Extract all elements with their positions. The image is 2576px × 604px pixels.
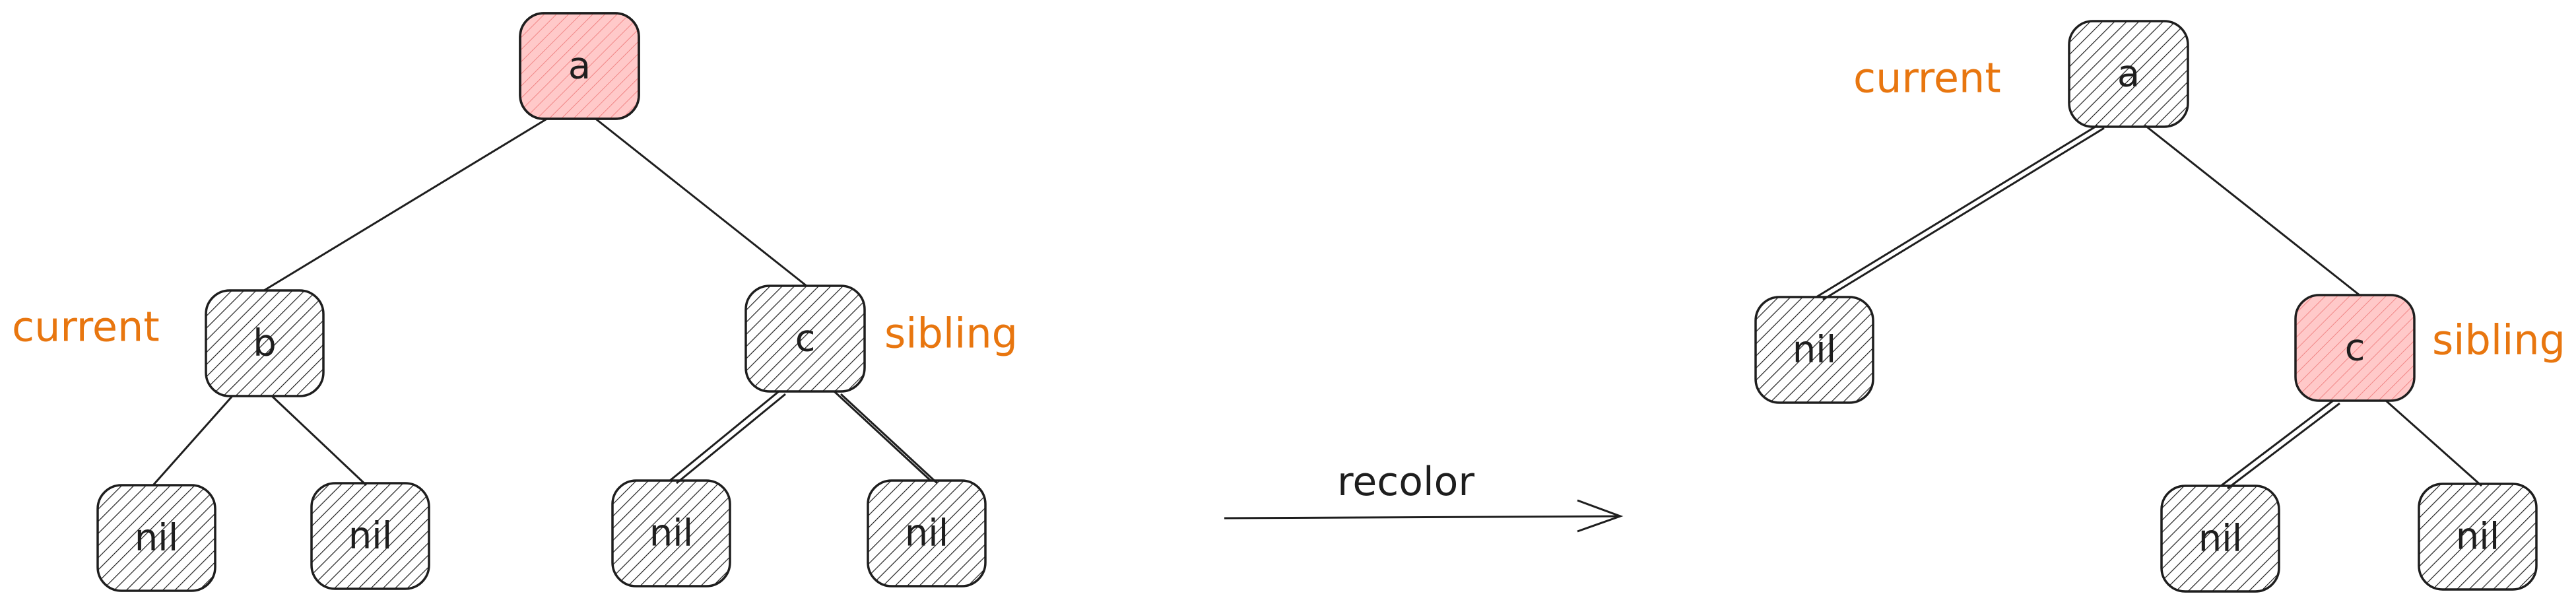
node-label: nil bbox=[2198, 518, 2243, 560]
node-box bbox=[2068, 20, 2189, 128]
arrow-shaft bbox=[1224, 515, 1621, 520]
node-label: b bbox=[253, 322, 277, 365]
edge-c-nil-left-2 bbox=[2227, 402, 2340, 490]
after-node-c-right-nil: nil bbox=[2418, 483, 2538, 591]
before-node-c: c bbox=[744, 285, 866, 393]
edge-c-nil-left bbox=[2220, 399, 2334, 487]
before-node-b-right-nil: nil bbox=[310, 482, 430, 590]
node-hatch bbox=[2294, 294, 2416, 402]
before-edges bbox=[152, 116, 939, 487]
recolor-arrow: recolor bbox=[1224, 459, 1624, 533]
node-label: c bbox=[2345, 327, 2365, 370]
edge-a-b bbox=[263, 116, 550, 292]
node-label: a bbox=[2117, 53, 2140, 96]
edge-a-c bbox=[593, 116, 807, 287]
node-box bbox=[2160, 485, 2280, 593]
node-label: nil bbox=[905, 512, 949, 555]
after-node-c: c bbox=[2294, 294, 2416, 402]
node-box bbox=[1754, 296, 1874, 404]
edge-a-nil-2 bbox=[1822, 127, 2105, 301]
edge-c-nil-left bbox=[669, 390, 779, 482]
node-label: nil bbox=[348, 515, 393, 558]
node-label: nil bbox=[135, 517, 179, 560]
edge-a-c bbox=[2144, 124, 2360, 296]
arrow-head bbox=[1577, 499, 1624, 533]
before-node-b-left-nil: nil bbox=[96, 484, 216, 592]
edge-c-nil-right bbox=[833, 390, 932, 482]
before-node-c-left-nil: nil bbox=[611, 479, 731, 587]
node-label: nil bbox=[649, 512, 694, 555]
node-box bbox=[611, 479, 731, 587]
node-hatch bbox=[519, 12, 640, 120]
after-sibling-annotation: sibling bbox=[2432, 316, 2565, 364]
after-node-c-left-nil: nil bbox=[2160, 485, 2280, 593]
edge-a-nil bbox=[1816, 124, 2098, 298]
node-box bbox=[205, 289, 325, 397]
edge-c-nil-right bbox=[2385, 399, 2482, 487]
before-tree: a b c nil nil nil nil current bbox=[12, 12, 1018, 592]
node-label: c bbox=[795, 318, 816, 360]
node-label: nil bbox=[2456, 516, 2500, 558]
after-edges bbox=[1816, 124, 2482, 490]
after-current-annotation: current bbox=[1853, 54, 2001, 102]
after-node-a: a bbox=[2068, 20, 2189, 128]
edge-c-nil-right-2 bbox=[840, 393, 939, 485]
node-box bbox=[96, 484, 216, 592]
before-node-c-right-nil: nil bbox=[867, 479, 987, 587]
edge-b-nil-left bbox=[152, 395, 234, 486]
recolor-label: recolor bbox=[1337, 459, 1474, 505]
after-node-left-nil: nil bbox=[1754, 296, 1874, 404]
before-node-a: a bbox=[519, 12, 640, 120]
edge-b-nil-right bbox=[271, 395, 368, 487]
before-sibling-annotation: sibling bbox=[884, 310, 1018, 358]
node-label: a bbox=[568, 45, 591, 88]
node-box bbox=[2418, 483, 2538, 591]
node-box bbox=[310, 482, 430, 590]
before-node-b: b bbox=[205, 289, 325, 397]
before-current-annotation: current bbox=[12, 303, 160, 351]
node-label: nil bbox=[1793, 329, 1837, 372]
edge-c-nil-left-2 bbox=[676, 393, 786, 485]
after-tree: a nil c nil nil current sibling bbox=[1754, 20, 2565, 593]
node-box bbox=[867, 479, 987, 587]
node-box bbox=[744, 285, 866, 393]
